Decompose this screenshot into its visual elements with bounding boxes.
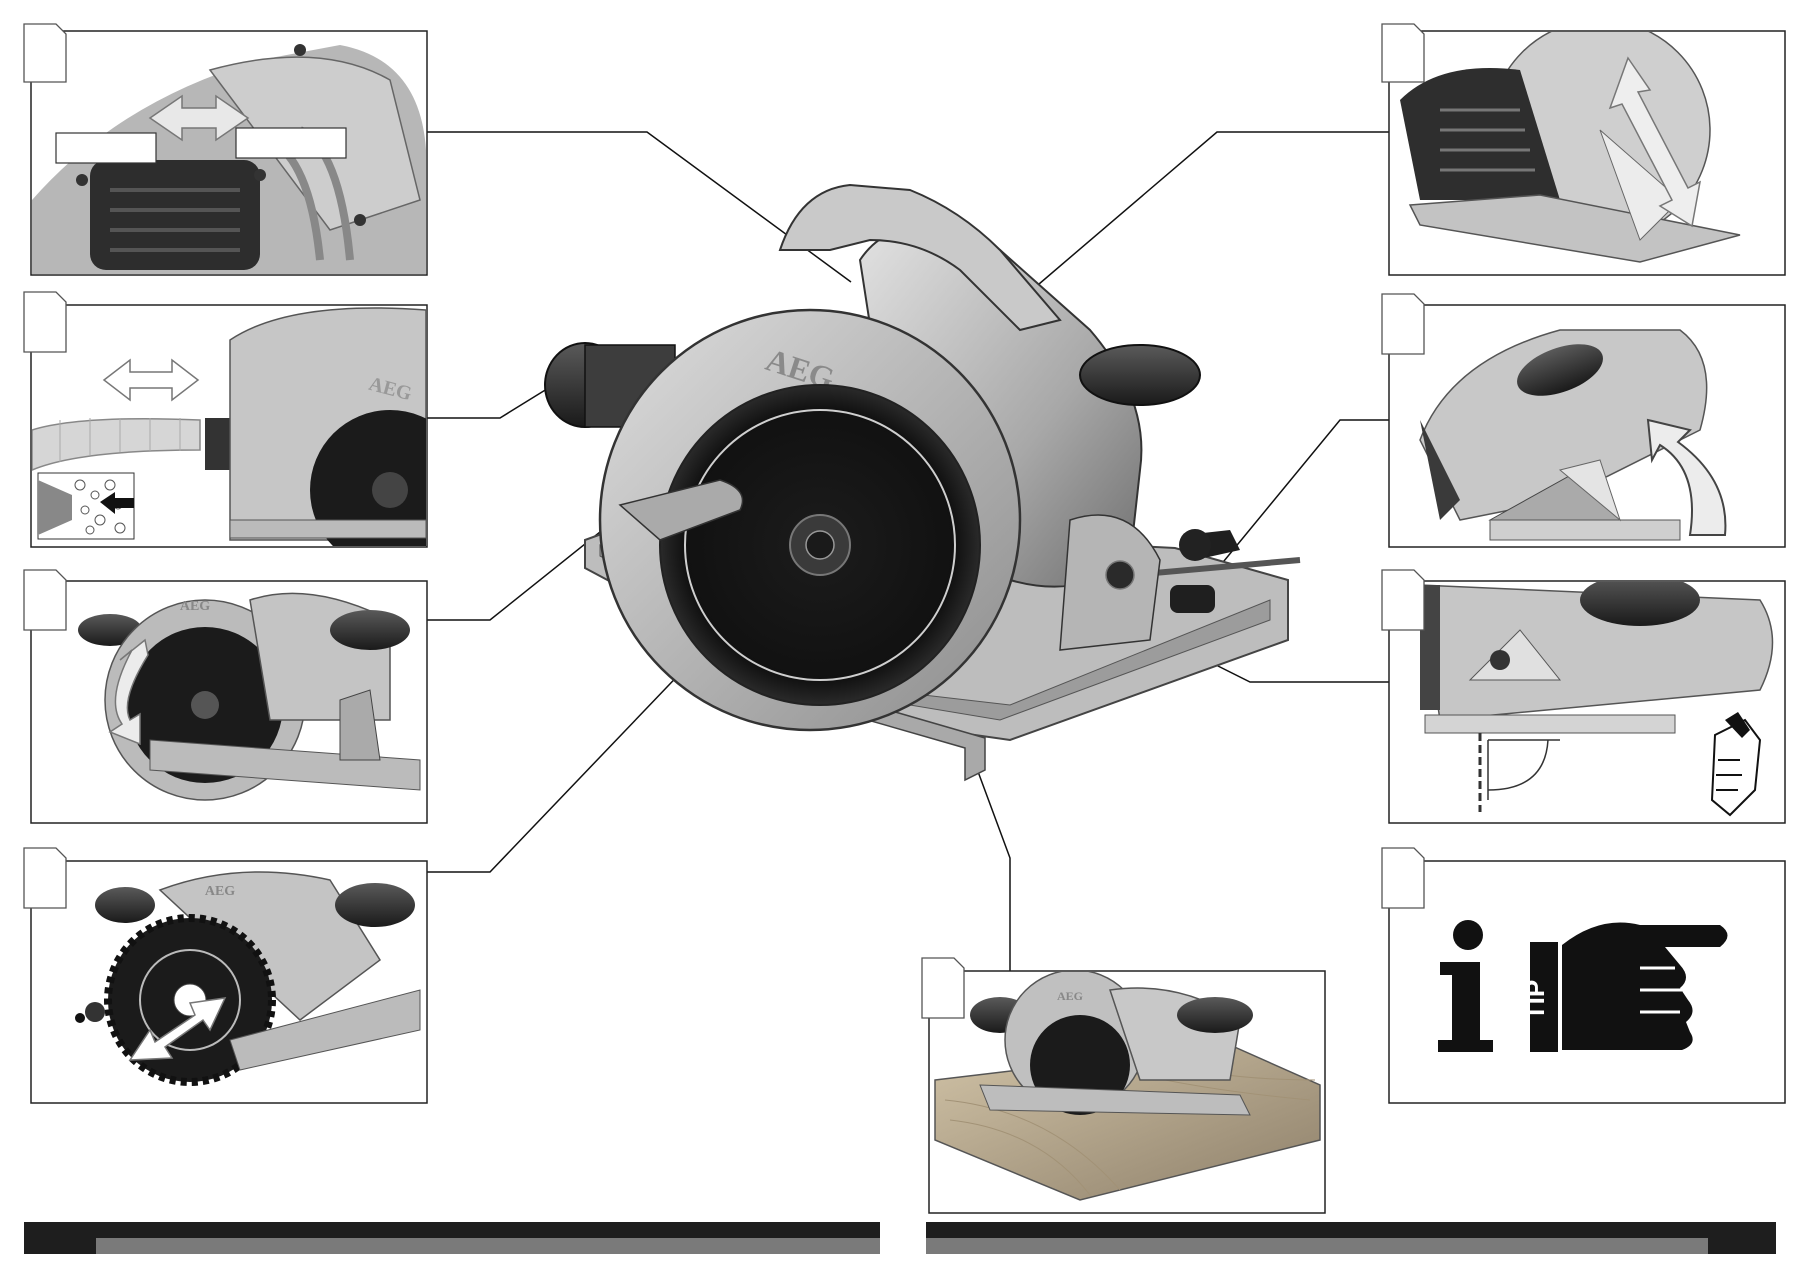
top-handle (778, 183, 1062, 332)
info-icon (1438, 920, 1493, 1052)
svg-text:AEG: AEG (1057, 989, 1083, 1003)
panel-illustration (1419, 329, 1708, 541)
panel-illustration: AEG (78, 592, 421, 801)
panel-illustration: AEG (934, 972, 1321, 1201)
leader-fig-2 (426, 383, 556, 419)
fig-number-tab (23, 23, 67, 83)
bevel-clamp-knob (1105, 560, 1135, 590)
panel-illustration: AEG (32, 307, 426, 546)
guide-lock-knob (1170, 585, 1215, 613)
leader-fig-1 (426, 131, 852, 283)
panel-illustration (1419, 582, 1774, 812)
guard-lever (618, 479, 744, 541)
leader-fig-6 (1209, 419, 1390, 579)
fig-number-tab (1381, 847, 1425, 909)
fig-number-tab (23, 847, 67, 909)
dust-particles-icon (37, 472, 135, 540)
panel-fig-3: AEG (23, 569, 428, 824)
panel-fig-6 (1381, 293, 1786, 548)
tip-label: TIP (1520, 980, 1550, 1020)
panel-fig-2: AEG (23, 291, 428, 548)
panel-fig-7 (1381, 569, 1786, 824)
blade-bolt (805, 530, 835, 560)
svg-text:AEG: AEG (205, 884, 235, 899)
panel-fig-1 (23, 23, 428, 276)
label-box-left (55, 132, 157, 164)
guide-knob-top (1179, 529, 1211, 561)
diagonal-double-arrow-icon (128, 997, 227, 1061)
circular-saw-main: AEG (544, 183, 1301, 782)
panel-fig-5 (1381, 23, 1786, 276)
panel-fig-8: TIP (1381, 847, 1786, 1104)
front-knob (1079, 344, 1201, 406)
leader-fig-9 (969, 749, 1011, 972)
vertical-double-arrow-icon (1608, 56, 1702, 228)
fig-number-tab (921, 957, 965, 1019)
fig-number-tab (1381, 293, 1425, 355)
double-arrow-icon (148, 94, 250, 142)
wrench-hand-icon (1710, 712, 1762, 817)
panel-fig-9: AEG (921, 957, 1326, 1214)
panel-illustration (1400, 32, 1741, 263)
curved-arrow-up-icon (1646, 418, 1727, 536)
panel-fig-4: AEG (23, 847, 428, 1104)
curved-double-arrow-icon (108, 638, 149, 746)
fig-number-tab (23, 291, 67, 353)
footer-right (926, 1222, 1776, 1254)
tip-pointing-hand-icon: TIP (1520, 922, 1728, 1052)
double-arrow-icon (102, 358, 200, 402)
svg-text:AEG: AEG (180, 599, 210, 614)
fig-number-tab (1381, 569, 1425, 631)
blade-ring (684, 409, 956, 681)
label-box-right (235, 127, 347, 159)
footer-left (24, 1222, 880, 1254)
fig-number-tab (23, 569, 67, 631)
leader-fig-5 (1031, 131, 1390, 291)
fig-number-tab (1381, 23, 1425, 83)
